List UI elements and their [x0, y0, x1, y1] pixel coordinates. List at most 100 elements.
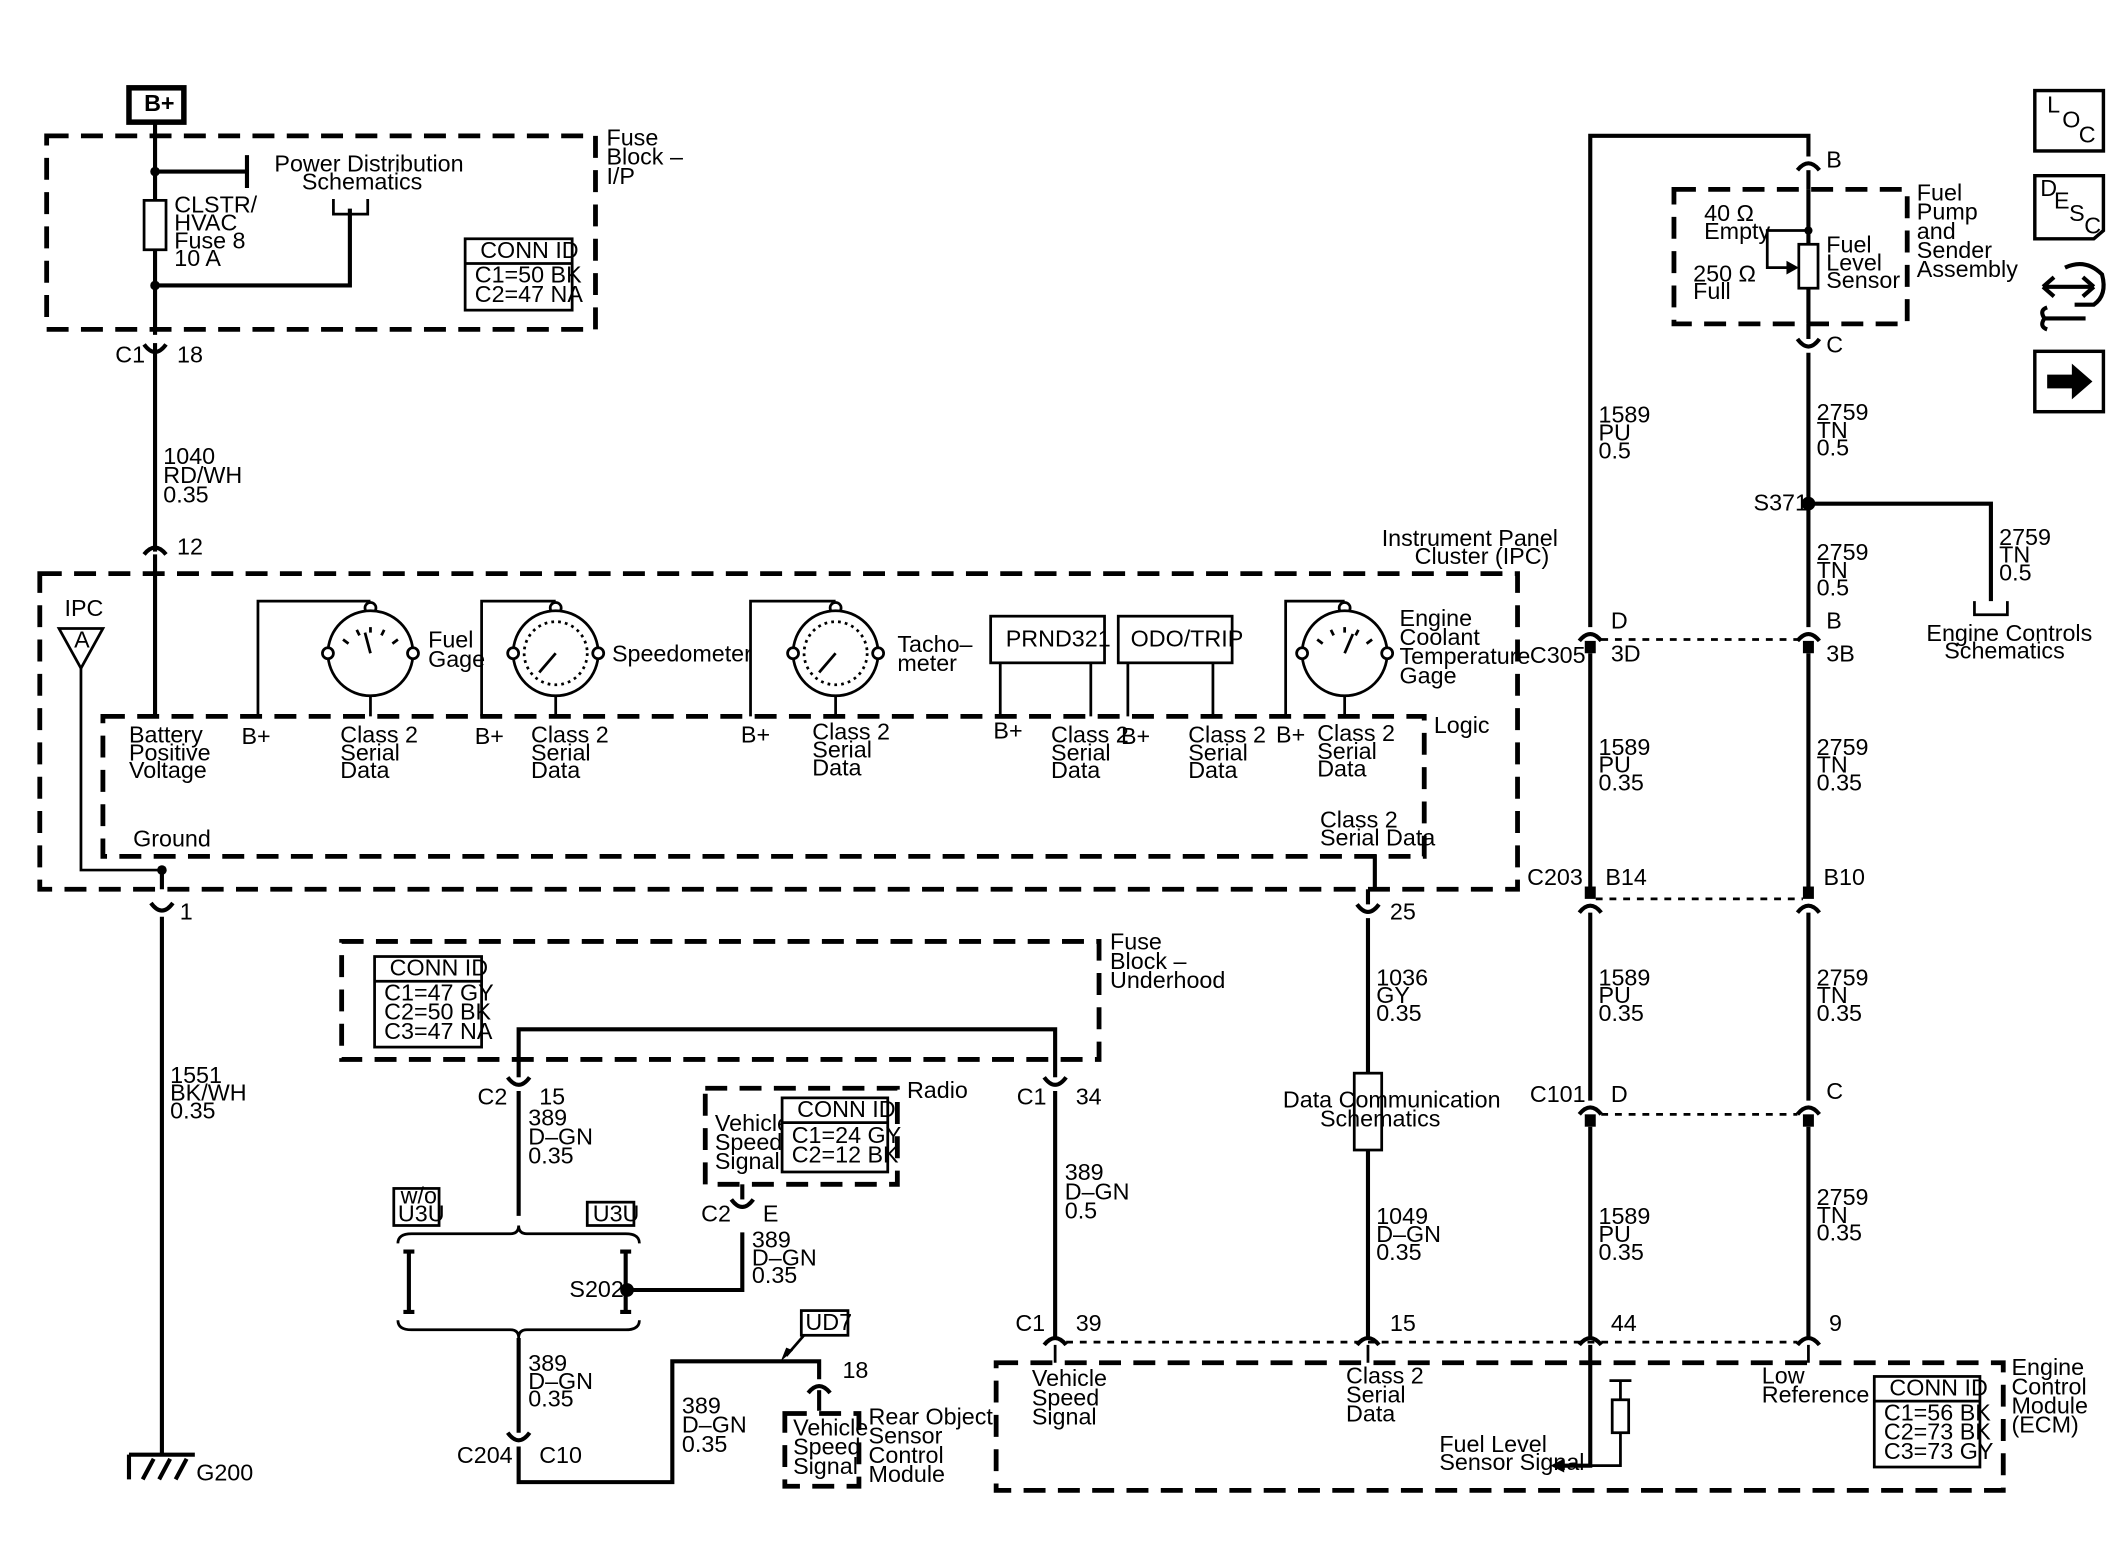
conn-id-c1: C1=50 BK [475, 262, 582, 288]
power-distribution-label-2[interactable]: Schematics [302, 168, 422, 194]
wire-1551-ground: 1 1551 BK/WH 0.35 G200 [126, 870, 253, 1486]
ect-class2-2: Serial [1317, 738, 1377, 764]
conn-id-c1: C1=56 BK [1884, 1399, 1991, 1425]
fuel-pump-title-5: Assembly [1917, 256, 2018, 282]
engine-controls-label-1[interactable]: Engine Controls [1926, 620, 2092, 646]
data-communication-wires: 25 1036 GY 0.35 Data Communication Schem… [1283, 889, 1501, 1339]
desc-button[interactable]: D E S C [2033, 173, 2106, 241]
conn-id-c3: C3=73 GY [1884, 1438, 1994, 1464]
conn-id-title: CONN ID [1889, 1375, 1987, 1401]
wire-1589-num: 1589 [1598, 402, 1650, 428]
wire-389-num: 389 [528, 1350, 567, 1376]
wire-1551-size: 0.35 [170, 1097, 215, 1123]
fuse-block-underhood: Fuse Block – Underhood CONN ID C1=47 GY … [339, 929, 1225, 1062]
conn-id-underhood: CONN ID C1=47 GY C2=50 BK C3=47 NA [373, 955, 494, 1049]
conn-id-c2: C2=50 BK [384, 999, 491, 1025]
rear-vss-3: Signal [793, 1453, 858, 1479]
conn-id-fuse-block-ip: CONN ID C1=50 BK C2=47 NA [463, 237, 584, 312]
wire-389-right: C1 34 389 D–GN 0.5 [1017, 1059, 1130, 1339]
ecm-pin-44: 44 [1611, 1310, 1637, 1336]
c305-pin-3b: 3B [1826, 640, 1855, 666]
ecm-title-2: Control [2011, 1373, 2086, 1399]
tn-035-num: 2759 [1817, 734, 1869, 760]
fls-label-1: Fuel [1826, 232, 1871, 258]
pu-035-num: 1589 [1598, 734, 1650, 760]
wire-2759c-size: 0.5 [1999, 559, 2031, 585]
u3u-label: U3U [593, 1200, 640, 1226]
ecm-title-4: (ECM) [2011, 1412, 2078, 1438]
desc-letter-c: C [2084, 212, 2101, 238]
fuse-block-ip: B+ Fuse Block – I/P Power Distribution S… [44, 85, 683, 332]
pu-035b-size: 0.35 [1598, 1000, 1643, 1026]
prnd-bplus: B+ [993, 717, 1022, 743]
speedometer-label: Speedometer [612, 640, 752, 666]
fuel-level-signal-1: Fuel Level [1439, 1431, 1547, 1457]
fuse-block-ip-title-2: Block – [606, 144, 682, 170]
ecm-class2-2: Serial [1346, 1382, 1406, 1408]
c203-pin-b14: B14 [1605, 864, 1647, 890]
ecm-vss-3: Signal [1032, 1403, 1097, 1429]
conn-id-c2: C2=12 BK [792, 1141, 899, 1167]
wire-389-color: D–GN [528, 1368, 593, 1394]
low-ref-2: Reference [1762, 1382, 1870, 1408]
engine-controls-label-2[interactable]: Schematics [1944, 638, 2064, 664]
fuel-pump-title-1: Fuel [1917, 179, 1962, 205]
tach-class2-1: Class 2 [812, 719, 890, 745]
wire-389-ro-size: 0.35 [682, 1431, 727, 1457]
underhood-title-1: Fuse [1110, 929, 1162, 955]
fuel-level-signal-2: Sensor Signal [1439, 1449, 1584, 1475]
ipc-label: IPC [64, 595, 103, 621]
wires-c305-c203: 1589 PU 0.35 2759 TN 0.35 [1588, 653, 1869, 890]
wire-1040: C1 18 1040 RD/WH 0.35 12 [115, 329, 242, 717]
g200-label: G200 [196, 1460, 253, 1486]
diagnosis-wrench-icon[interactable] [2040, 262, 2106, 332]
pu-035b-num: 1589 [1598, 964, 1650, 990]
data-comm-label-2[interactable]: Schematics [1320, 1106, 1440, 1132]
loc-letter-c: C [2079, 122, 2096, 148]
power-distribution-label-1[interactable]: Power Distribution [274, 151, 463, 177]
underhood-title-3: Underhood [1110, 967, 1225, 993]
battery-voltage-label-1: Battery [129, 721, 203, 747]
ipc-pin-a: A [74, 627, 90, 653]
radio-wire-size: 0.35 [752, 1262, 797, 1288]
pin-1-label: 1 [180, 898, 193, 924]
ground-label: Ground [133, 826, 211, 852]
ecm-pin-39: 39 [1076, 1310, 1102, 1336]
pin-18-label: 18 [842, 1357, 868, 1383]
engine-coolant-temperature-gage: Engine Coolant Temperature Gage [1284, 599, 1530, 717]
ecm-pin-9: 9 [1829, 1310, 1842, 1336]
ecm-class2-1: Class 2 [1346, 1362, 1424, 1388]
odo-class2-2: Serial [1188, 739, 1248, 765]
fuse-label-4: 10 A [174, 245, 221, 271]
c305-pin-3d: 3D [1611, 640, 1641, 666]
conn-id-c2: C2=47 NA [475, 281, 584, 307]
data-comm-label-1[interactable]: Data Communication [1283, 1086, 1501, 1112]
odo-trip-display: ODO/TRIP [1116, 614, 1243, 717]
ipc-title-2: Cluster (IPC) [1415, 543, 1550, 569]
c101-pin-d: D [1611, 1081, 1628, 1107]
wire-1589-color: PU [1598, 420, 1630, 446]
desc-letter-s: S [2069, 200, 2085, 226]
tach-class2-3: Data [812, 754, 861, 780]
wire-1551-color: BK/WH [170, 1080, 246, 1106]
c305-pin-b: B [1826, 608, 1842, 634]
ecm-c1-label: C1 [1015, 1310, 1045, 1336]
battery-plus-label: B+ [144, 90, 174, 116]
loc-letter-o: O [2062, 107, 2080, 133]
prnd-class2-1: Class 2 [1051, 721, 1129, 747]
wire-389b-color: D–GN [1065, 1178, 1130, 1204]
ecm-pin-15: 15 [1390, 1310, 1416, 1336]
engine-control-module: C1 39 15 44 9 Vehicle Speed Signal Class… [993, 1310, 2088, 1493]
class2-out-label-2: Serial Data [1320, 824, 1435, 850]
ground-symbol-icon [126, 1452, 195, 1481]
next-arrow-button[interactable] [2033, 349, 2106, 414]
fuse-8 [142, 198, 168, 252]
tachometer-label-1: Tacho– [897, 631, 972, 657]
fuel-class2-1: Class 2 [340, 721, 418, 747]
loc-button[interactable]: L O C [2033, 88, 2106, 153]
odo-class2-1: Class 2 [1188, 721, 1266, 747]
s202-label: S202 [569, 1276, 623, 1302]
wo-u3u-2: U3U [398, 1200, 445, 1226]
c203-label: C203 [1527, 864, 1583, 890]
wire-389-color: D–GN [528, 1124, 593, 1150]
